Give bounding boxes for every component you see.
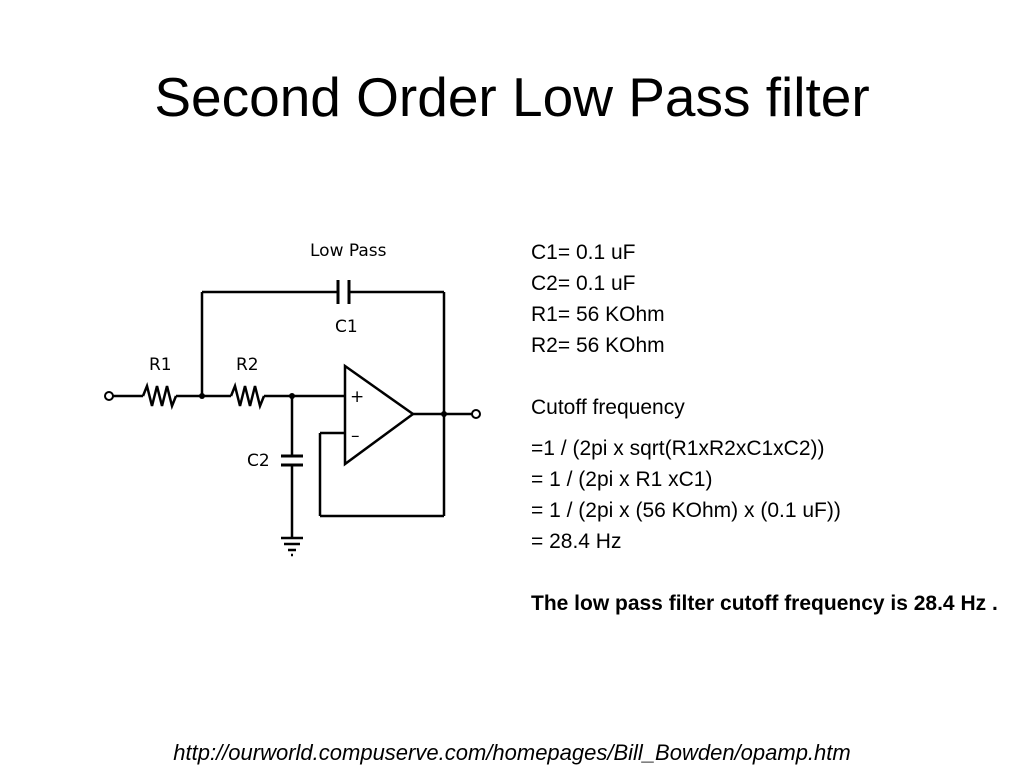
cutoff-conclusion: The low pass filter cutoff frequency is … — [531, 592, 998, 615]
label-c2: C2 — [247, 451, 270, 471]
source-url: http://ourworld.compuserve.com/homepages… — [173, 740, 851, 765]
calculation-panel: C1= 0.1 uF C2= 0.1 uF R1= 56 KOhm R2= 56… — [531, 237, 1011, 619]
circuit-caption: Low Pass — [310, 241, 387, 261]
value-r1: R1= 56 KOhm — [531, 303, 665, 326]
cutoff-step: = 1 / (2pi x R1 xC1) — [531, 468, 713, 491]
cutoff-step: =1 / (2pi x sqrt(R1xR2xC1xC2)) — [531, 437, 825, 460]
resistor-r2 — [229, 381, 266, 411]
value-c1: C1= 0.1 uF — [531, 241, 636, 264]
cutoff-heading: Cutoff frequency — [531, 396, 685, 419]
output-terminal — [471, 409, 481, 419]
label-minus: – — [351, 426, 360, 446]
slide-title: Second Order Low Pass filter — [154, 66, 870, 128]
value-r2: R2= 56 KOhm — [531, 334, 665, 357]
value-c2: C2= 0.1 uF — [531, 272, 636, 295]
cutoff-step: = 1 / (2pi x (56 KOhm) x (0.1 uF)) — [531, 499, 841, 522]
label-c1: C1 — [335, 317, 358, 337]
label-r1: R1 — [149, 355, 172, 375]
opamp-symbol — [343, 363, 416, 467]
circuit-diagram: Low Pass C1 R1 R2 C2 + – — [104, 241, 481, 557]
input-terminal — [104, 391, 114, 401]
label-r2: R2 — [236, 355, 259, 375]
label-plus: + — [350, 387, 364, 407]
cutoff-step: = 28.4 Hz — [531, 530, 622, 553]
resistor-r1 — [141, 381, 178, 411]
